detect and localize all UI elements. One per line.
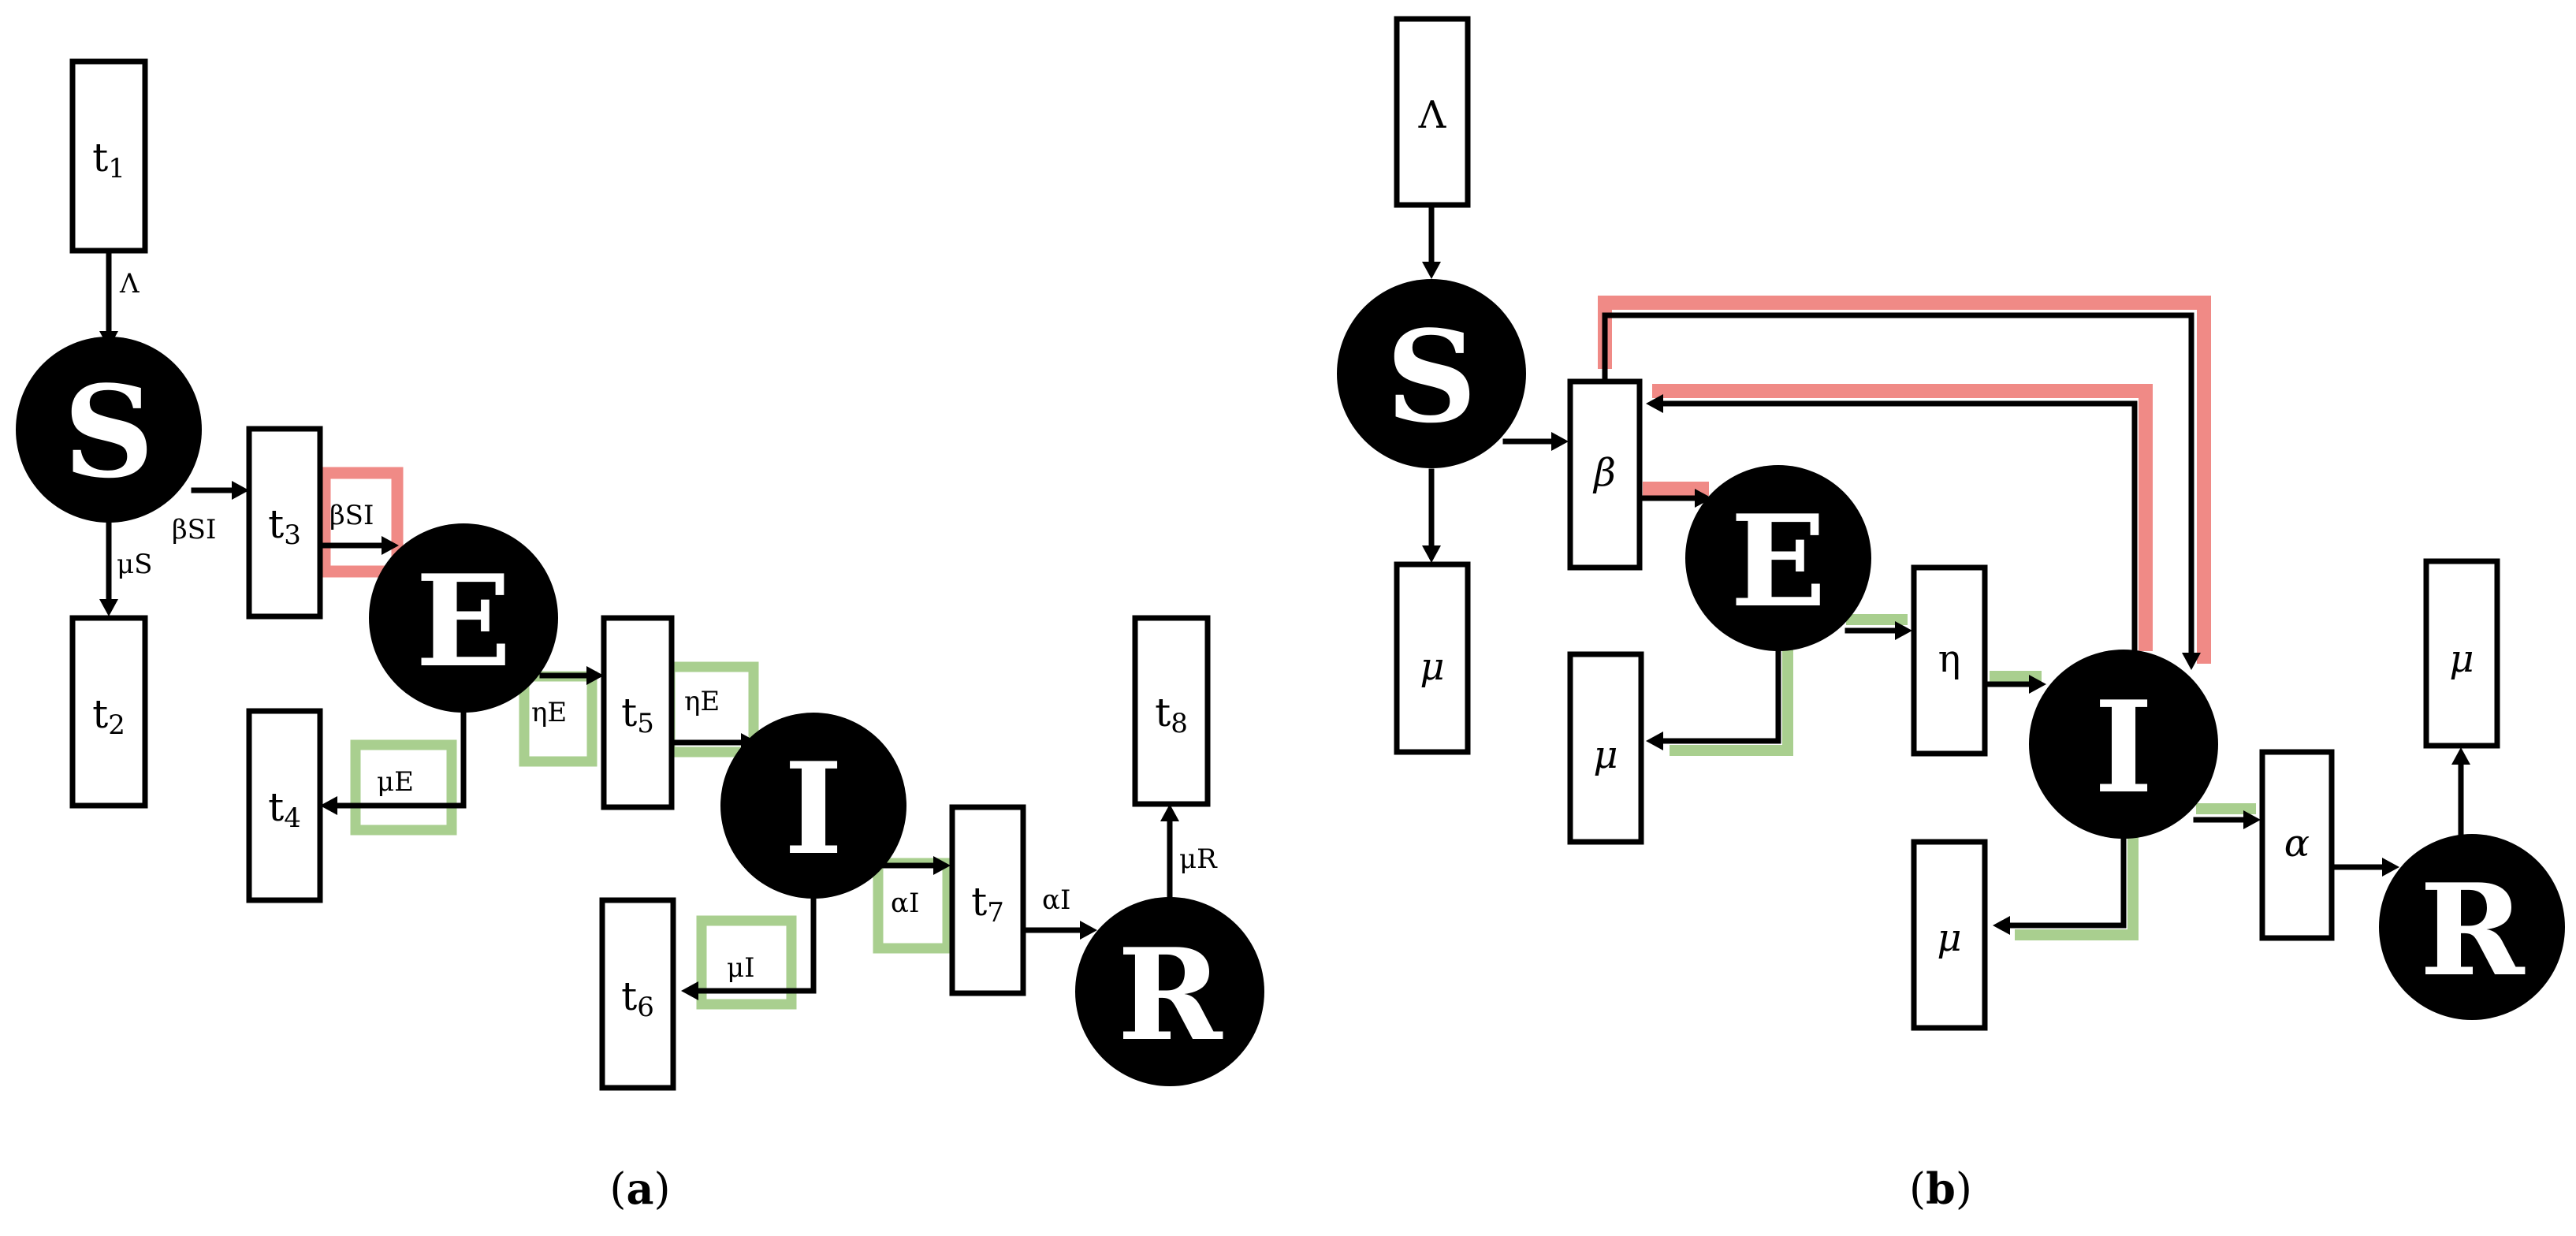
arrowhead-icon xyxy=(2029,675,2046,694)
arc-label-beta-si-in: βSI xyxy=(329,500,374,531)
place-r-label: R xyxy=(2420,856,2526,1004)
arrowhead-icon xyxy=(1993,916,2010,935)
transition-mu-s xyxy=(1394,561,1471,755)
place-s-label: S xyxy=(63,358,154,506)
transition-t4-label: t4 xyxy=(268,784,301,834)
arc-label-eta-e-out: ηE xyxy=(531,697,567,728)
transition-eta-label: η xyxy=(1938,637,1961,681)
transition-t7 xyxy=(949,804,1026,996)
arrowhead-icon xyxy=(933,856,951,875)
transition-mu-i-label: μ xyxy=(1937,916,1961,960)
place-e-label: E xyxy=(1730,487,1826,635)
panel-b: Λ μ β μ η μ α μ S E I R (b) xyxy=(1337,16,2565,1214)
place-e xyxy=(1685,465,1871,651)
arrowhead-icon xyxy=(320,796,337,815)
arrowhead-icon xyxy=(1080,921,1097,940)
transition-t6-label: t6 xyxy=(621,974,654,1023)
arrowhead-icon xyxy=(586,666,604,685)
highlight-e-to-mu xyxy=(1670,646,1793,756)
transition-mu-r xyxy=(2423,558,2500,749)
transition-mu-e xyxy=(1567,651,1644,845)
transition-eta xyxy=(1911,564,1988,757)
transition-t1-label: t1 xyxy=(92,135,125,184)
arrowhead-icon xyxy=(2182,653,2201,670)
arrowhead-icon xyxy=(99,599,118,616)
transition-t3-label: t3 xyxy=(268,501,301,551)
arrowhead-icon xyxy=(1695,489,1712,508)
transition-t8 xyxy=(1132,615,1211,807)
arc-beta-up-to-i xyxy=(1602,312,2194,662)
transition-lambda-label: Λ xyxy=(1418,93,1447,137)
transition-t7-label: t7 xyxy=(971,879,1004,929)
transition-alpha-label: α xyxy=(2284,821,2310,866)
arrowhead-icon xyxy=(1422,545,1441,563)
transition-t8-label: t8 xyxy=(1155,690,1188,739)
arc-label-beta-si-out: βSI xyxy=(172,514,216,545)
arc-i-to-mu xyxy=(1999,832,2127,929)
place-i-label: I xyxy=(2094,673,2153,821)
transition-mu-i xyxy=(1911,839,1988,1031)
place-r xyxy=(1075,897,1264,1086)
transition-t1 xyxy=(69,58,148,254)
arc-label-mu-r: μR xyxy=(1179,843,1218,875)
arc-i-to-beta xyxy=(1651,400,2138,654)
arrowhead-icon xyxy=(1895,621,1912,640)
arc-label-alpha-i-in: αI xyxy=(1042,884,1070,916)
transition-t2-label: t2 xyxy=(92,691,125,741)
arrowhead-icon xyxy=(1646,732,1663,750)
place-s xyxy=(1337,279,1526,468)
transition-t4 xyxy=(246,708,323,903)
transition-t2 xyxy=(69,615,148,809)
place-i-label: I xyxy=(784,735,843,883)
highlight-i-to-mu xyxy=(2015,836,2139,940)
highlight-mu-i xyxy=(696,915,797,1010)
arrowhead-icon xyxy=(382,536,399,555)
arrowhead-icon xyxy=(1422,262,1441,279)
place-e xyxy=(369,523,558,713)
transition-beta-label: β xyxy=(1592,451,1616,495)
highlight-beta-si xyxy=(318,467,404,578)
caption-b: (b) xyxy=(1909,1163,1972,1214)
arrowhead-icon xyxy=(681,981,698,1000)
transition-t5-label: t5 xyxy=(621,690,654,739)
arc-i-to-t6 xyxy=(687,854,817,994)
place-i xyxy=(720,713,906,899)
arc-e-to-mu xyxy=(1652,643,1781,744)
arrowhead-icon xyxy=(2451,747,2470,765)
arc-label-mu-s: μS xyxy=(117,549,152,580)
highlight-mu-e xyxy=(350,739,457,836)
transition-mu-s-label: μ xyxy=(1420,645,1444,689)
caption-a: (a) xyxy=(609,1163,670,1214)
arc-label-mu-i: μI xyxy=(727,952,755,984)
arc-label-lambda: Λ xyxy=(119,268,140,300)
place-s xyxy=(16,337,202,523)
arc-label-mu-e: μE xyxy=(377,766,414,798)
place-i xyxy=(2029,650,2218,839)
arc-label-eta-e-in: ηE xyxy=(684,686,720,717)
transition-mu-r-label: μ xyxy=(2449,637,2474,681)
place-s-label: S xyxy=(1386,303,1477,451)
arrowhead-icon xyxy=(2243,810,2261,829)
arrowhead-icon xyxy=(1551,432,1569,451)
transition-lambda xyxy=(1394,16,1471,208)
transition-alpha xyxy=(2259,749,2335,941)
arrowhead-icon xyxy=(1646,394,1663,413)
arrowhead-icon xyxy=(1160,804,1179,821)
transition-t3 xyxy=(246,426,323,620)
transition-beta xyxy=(1567,378,1643,571)
panel-a: t1 t2 t3 t4 t5 t6 t7 t8 S E I R Λ μS βSI… xyxy=(16,58,1264,1214)
arc-e-to-t4 xyxy=(326,710,467,809)
place-e-label: E xyxy=(415,547,512,695)
highlight-beta-loop-inner xyxy=(1652,384,2153,651)
place-r xyxy=(2379,834,2565,1020)
place-r-label: R xyxy=(1118,921,1223,1069)
arrowhead-icon xyxy=(2382,858,2399,877)
arrowhead-icon xyxy=(232,481,249,500)
arc-label-alpha-i-out: αI xyxy=(891,888,919,919)
transition-t5 xyxy=(601,615,675,810)
transition-mu-e-label: μ xyxy=(1593,733,1617,777)
transition-t6 xyxy=(599,897,676,1091)
